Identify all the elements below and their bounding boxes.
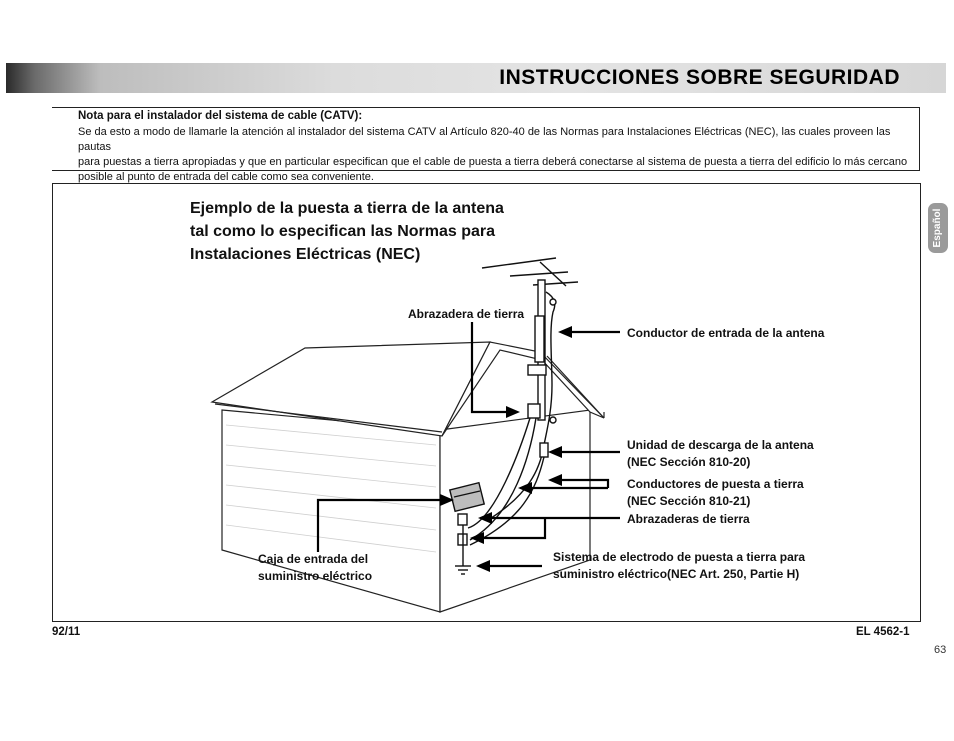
page-title: INSTRUCCIONES SOBRE SEGURIDAD	[499, 66, 900, 89]
ground-clamp-label: Abrazadera de tierra	[408, 307, 525, 321]
service-box-label: Caja de entrada del suministro eléctrico	[258, 551, 372, 585]
grounding-conductors-leader	[560, 478, 610, 488]
note-line: posible al punto de entrada del cable co…	[78, 171, 374, 183]
ground-clamp-leader	[470, 322, 512, 414]
antenna-element	[481, 257, 557, 269]
house-roof-gable	[441, 341, 605, 437]
ground-clamps-label: Abrazaderas de tierra	[627, 512, 750, 526]
grounding-diagram-frame	[52, 183, 921, 622]
service-box-label-line: suministro eléctrico	[258, 569, 373, 583]
language-tab: Español	[928, 203, 948, 253]
discharge-unit-label: Unidad de descarga de la antena (NEC Sec…	[627, 437, 814, 471]
grounding-conductors-label-line: (NEC Sección 810-21)	[627, 494, 751, 508]
service-box-leader	[316, 498, 445, 552]
antenna-lead-in-wire	[487, 291, 556, 521]
note-line: para puestas a tierra apropiadas y que e…	[78, 156, 908, 168]
discharge-unit-label-line: (NEC Sección 810-20)	[627, 455, 751, 469]
note-line: Se da esto a modo de llamarle la atenció…	[78, 126, 891, 153]
electrode-system-label-line: suministro eléctrico(NEC Art. 250, Parti…	[553, 567, 800, 581]
electrode-system-label-line: Sistema de electrodo de puesta a tierra …	[553, 550, 806, 564]
footer-code: EL 4562-1	[856, 626, 910, 638]
grounding-conductors-label-line: Conductores de puesta a tierra	[627, 477, 804, 491]
installer-note-title: Nota para el instalador del sistema de c…	[78, 110, 363, 122]
grounding-conductors-label: Conductores de puesta a tierra (NEC Secc…	[627, 476, 804, 510]
antenna-element	[509, 271, 569, 277]
discharge-unit-label-line: Unidad de descarga de la antena	[627, 438, 814, 452]
diagram-title-line: Ejemplo de la puesta a tierra de la ante…	[190, 200, 504, 217]
antenna-lead-in-label: Conductor de entrada de la antena	[627, 326, 825, 340]
antenna-discharge-unit	[539, 442, 549, 458]
diagram-title-line: tal como lo especifican las Normas para	[190, 223, 496, 240]
service-box-label-line: Caja de entrada del	[258, 552, 369, 566]
installer-note-box	[52, 107, 920, 171]
electrode-system-label: Sistema de electrodo de puesta a tierra …	[553, 549, 805, 583]
page-number: 63	[934, 644, 947, 656]
mast-ground-clamp	[527, 403, 541, 419]
installer-note-text: Se da esto a modo de llamarle la atenció…	[78, 125, 910, 185]
footer-date: 92/11	[52, 626, 81, 638]
diagram-title: Ejemplo de la puesta a tierra de la ante…	[190, 197, 520, 266]
header-band	[6, 63, 946, 93]
diagram-title-line: Instalaciones Eléctricas (NEC)	[190, 246, 421, 263]
